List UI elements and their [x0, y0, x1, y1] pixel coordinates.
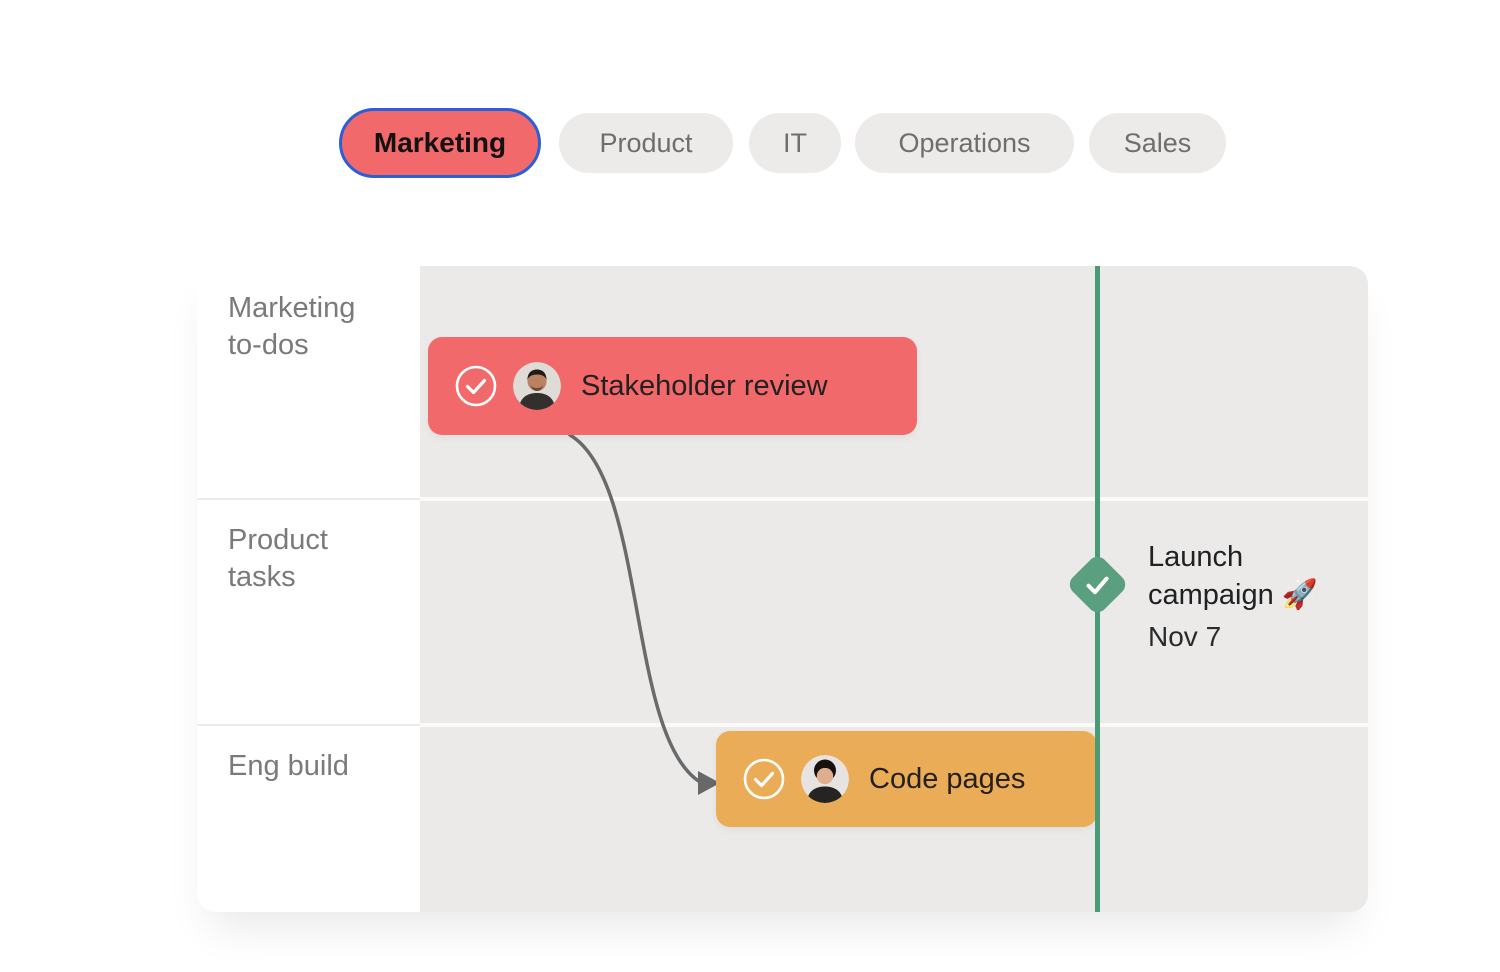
task-bar-code-pages[interactable]: Code pages	[716, 731, 1097, 827]
row-label-marketing-to-dos: Marketing to-dos	[228, 292, 356, 361]
milestone-title: Launch campaign 🚀	[1148, 541, 1318, 611]
row-label-eng-build: Eng build	[228, 750, 349, 782]
task-title: Code pages	[869, 762, 1026, 795]
timeline-panel: Marketing to-dos Product tasks Eng build	[197, 266, 1368, 912]
tab-it[interactable]: IT	[749, 113, 841, 173]
tab-sales[interactable]: Sales	[1089, 113, 1226, 173]
milestone-check-icon	[1086, 576, 1109, 594]
assignee-avatar-dark-hair	[801, 755, 849, 803]
milestone-date: Nov 7	[1148, 621, 1222, 652]
task-bar-stakeholder-review[interactable]: Stakeholder review	[428, 337, 917, 435]
milestone-label: Launch campaign 🚀 Nov 7	[1148, 538, 1353, 653]
row-divider	[420, 723, 1368, 727]
row-divider	[197, 724, 420, 726]
row-divider	[197, 498, 420, 500]
task-title: Stakeholder review	[581, 369, 828, 402]
task-complete-check-icon[interactable]	[743, 758, 785, 800]
row-label-column	[197, 266, 420, 912]
task-complete-check-icon[interactable]	[455, 365, 497, 407]
tab-marketing[interactable]: Marketing	[339, 108, 541, 178]
row-divider	[420, 497, 1368, 501]
milestone-diamond[interactable]	[1065, 552, 1130, 617]
tab-product[interactable]: Product	[559, 113, 733, 173]
tab-operations[interactable]: Operations	[855, 113, 1074, 173]
assignee-avatar-man-beard	[513, 362, 561, 410]
row-label-product-tasks: Product tasks	[228, 524, 328, 593]
